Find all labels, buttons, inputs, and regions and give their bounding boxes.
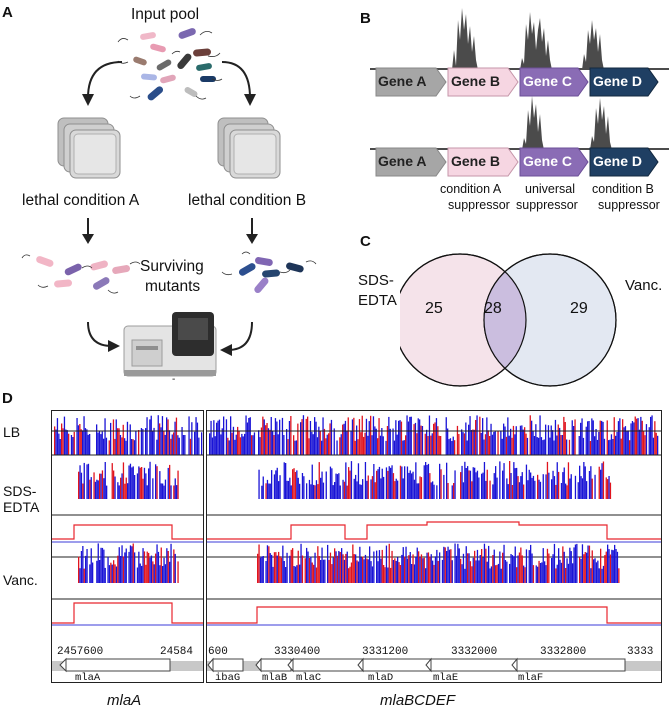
condition-a-label: lethal condition A (22, 192, 140, 209)
panel-a-diagram (21, 28, 317, 377)
sequencer-dash: - (172, 374, 176, 385)
reads-sds-mlaBCDEF (258, 461, 612, 499)
gene-b-label-bottom: Gene B (451, 153, 501, 169)
reads-sds-mlaA (78, 461, 179, 499)
caption-universal-1: universal (525, 182, 576, 196)
tick-right-3: 3332000 (451, 646, 498, 658)
segments-sds-mlaBCDEF (207, 521, 661, 540)
venn-diagram (400, 253, 617, 387)
gene-arrow-icon (511, 657, 518, 673)
panel-letter-a: A (2, 4, 13, 21)
caption-condition-b-1: condition B (592, 182, 654, 196)
gene-c-label-bottom: Gene C (523, 153, 573, 169)
gene-d-label-top: Gene D (593, 73, 643, 89)
gene-name-mlaB: mlaB (262, 672, 288, 684)
panel-letter-b: B (360, 10, 371, 27)
peaks-top (370, 8, 669, 70)
surviving-label-1: Surviving (140, 258, 204, 275)
caption-condition-a-2: suppressor (448, 198, 510, 212)
gene-arrow-icon (287, 657, 294, 673)
venn-left-count: 25 (425, 300, 443, 317)
surviving-mutants-a-icon (21, 254, 141, 294)
gene-box-mlaE (430, 658, 518, 672)
gene-c-label-top: Gene C (523, 73, 573, 89)
sequencer-icon (123, 312, 217, 377)
venn-left-label-2: EDTA (358, 292, 397, 309)
gene-name-mlaD: mlaD (368, 672, 394, 684)
plates-a-icon (57, 117, 121, 179)
gene-name-mlaA: mlaA (75, 672, 101, 684)
bottom-label-mlaBCDEF: mlaBCDEF (380, 692, 456, 709)
condition-b-label: lethal condition B (188, 192, 307, 209)
gene-name-mlaF: mlaF (518, 672, 544, 684)
peaks-bottom (370, 96, 669, 150)
reads-lb-mlaA (54, 415, 203, 455)
caption-universal-2: suppressor (516, 198, 578, 212)
segments-vanc-mlaBCDEF (207, 606, 661, 624)
tick-right-5: 3333 (627, 646, 654, 658)
gene-box-mlaD (362, 658, 432, 672)
gene-box-ibaG (212, 658, 244, 672)
gene-box-mlaA (65, 658, 171, 672)
gene-box-mlaB (260, 658, 292, 672)
gene-b-label-top: Gene B (451, 73, 501, 89)
tick-left-1: 2457600 (57, 646, 104, 658)
gene-arrow-icon (255, 657, 262, 673)
gene-arrow-icon (425, 657, 432, 673)
panel-letter-d: D (2, 390, 13, 407)
gene-arrow-icon (207, 657, 214, 673)
tick-right-0: 600 (208, 646, 228, 658)
track-label-edta: EDTA (3, 499, 40, 515)
tick-right-2: 3331200 (362, 646, 409, 658)
plates-b-icon (217, 117, 281, 179)
tick-left-2: 24584 (160, 646, 194, 658)
venn-right-count: 29 (570, 300, 588, 317)
gene-row-bottom (375, 147, 659, 177)
gene-arrow-icon (59, 657, 67, 673)
gene-arrow-icon (357, 657, 364, 673)
gene-box-mlaC (292, 658, 364, 672)
venn-right-label: Vanc. (625, 277, 663, 294)
surviving-mutants-b-icon (221, 251, 317, 294)
input-pool-bacteria-icon (117, 28, 223, 101)
gene-box-mlaF (516, 658, 626, 672)
gene-name-mlaC: mlaC (296, 672, 322, 684)
track-label-vanc: Vanc. (3, 572, 38, 588)
input-pool-label: Input pool (131, 6, 200, 23)
tick-right-1: 3330400 (274, 646, 321, 658)
track-label-sds: SDS- (3, 483, 37, 499)
panel-b-diagram (370, 8, 669, 177)
venn-left-label-1: SDS- (358, 272, 394, 289)
caption-condition-b-2: suppressor (598, 198, 660, 212)
genome-view-mlaBCDEF (206, 410, 662, 683)
segments-vanc-mlaA (52, 602, 203, 624)
genome-view-mlaA (51, 410, 204, 683)
venn-overlap-count: 28 (484, 300, 502, 317)
reads-lb-mlaBCDEF (209, 415, 659, 455)
caption-condition-a-1: condition A (440, 182, 502, 196)
track-label-lb: LB (3, 424, 21, 440)
gene-a-label-top: Gene A (378, 73, 427, 89)
gene-name-ibaG: ibaG (215, 672, 241, 684)
gene-row-top (375, 67, 659, 97)
segments-sds-mlaA (52, 524, 203, 540)
reads-vanc-mlaA (78, 543, 179, 583)
surviving-label-2: mutants (145, 278, 201, 295)
gene-d-label-bottom: Gene D (593, 153, 643, 169)
tick-right-4: 3332800 (540, 646, 587, 658)
gene-a-label-bottom: Gene A (378, 153, 427, 169)
panel-letter-c: C (360, 233, 371, 250)
gene-name-mlaE: mlaE (433, 672, 459, 684)
bottom-label-mlaA: mlaA (107, 692, 142, 709)
reads-vanc-mlaBCDEF (257, 543, 620, 583)
